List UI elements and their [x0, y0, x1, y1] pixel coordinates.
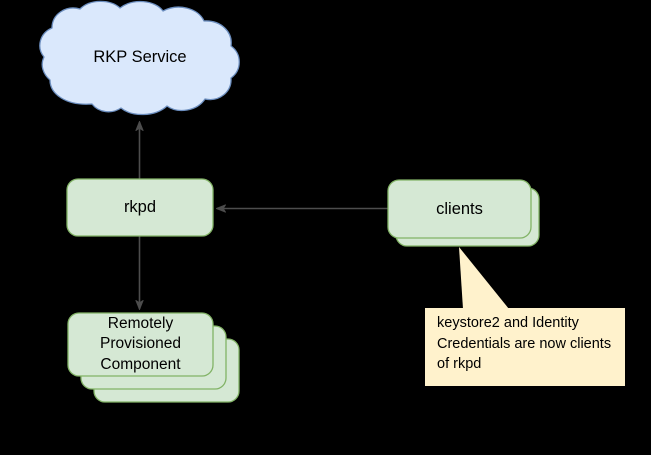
node-rkpd[interactable] — [66, 178, 214, 237]
stack-layer-front — [387, 179, 532, 239]
callout-body — [425, 308, 625, 386]
node-clients[interactable] — [387, 179, 540, 247]
node-remotely-provisioned-component[interactable] — [67, 312, 240, 403]
node-rkp-service[interactable] — [39, 0, 240, 116]
stack-layer-front — [67, 312, 214, 377]
callout-annotation[interactable] — [425, 247, 625, 386]
callout-tail — [459, 247, 509, 309]
